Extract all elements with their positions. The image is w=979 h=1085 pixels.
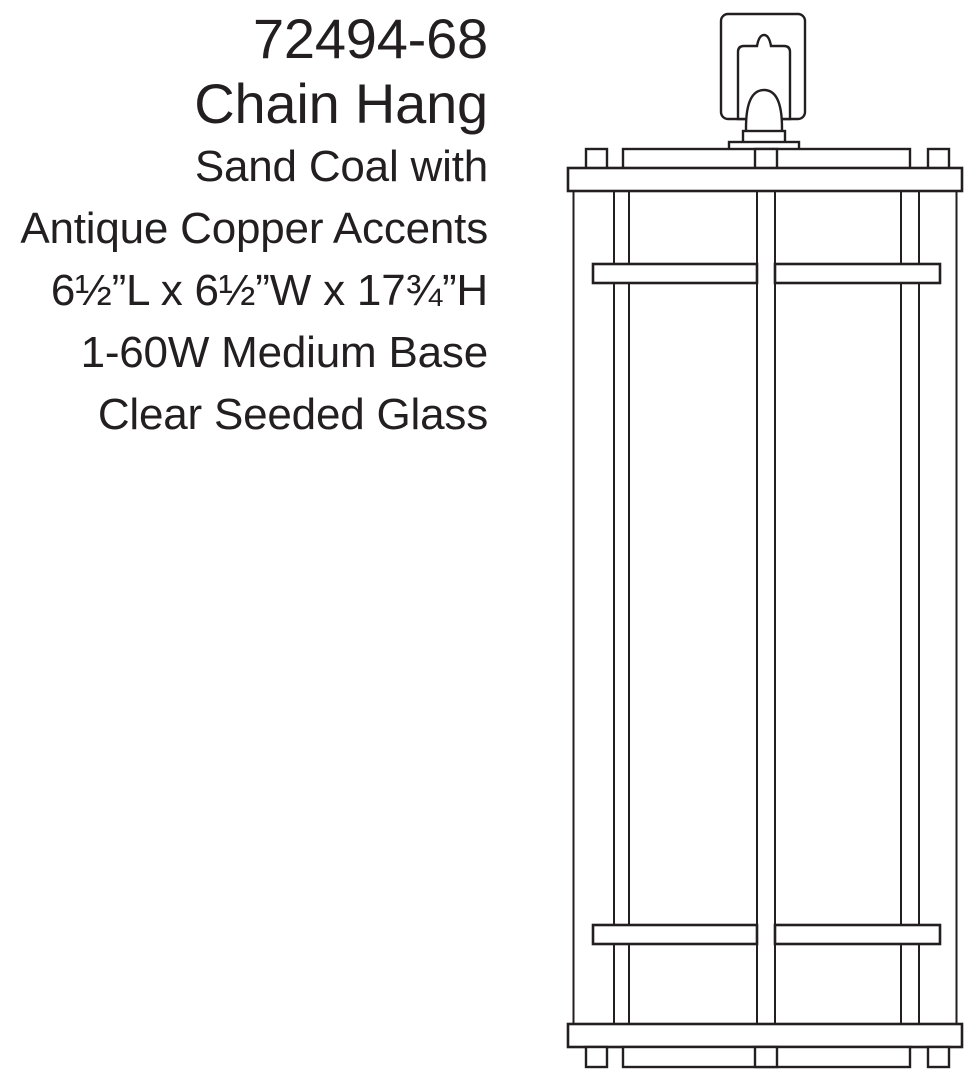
product-sku: 72494-68 <box>252 7 488 70</box>
lower-accent-band <box>591 923 942 946</box>
bottom-finial-center <box>753 1045 779 1069</box>
top-finial-right <box>926 147 951 171</box>
vertical-cage-bars <box>572 191 958 1024</box>
lower-accent-band-left <box>591 923 759 946</box>
product-finish-line-1: Sand Coal with <box>194 142 488 191</box>
bottom-finial-right <box>926 1045 951 1069</box>
upper-accent-band <box>591 262 942 285</box>
bottom-cap-band <box>566 1022 964 1049</box>
top-finial-center <box>753 147 779 171</box>
product-dimensions: 6½”L x 6½”W x 17¾”H <box>50 266 488 315</box>
top-finial-left <box>584 147 609 171</box>
bottom-finial-posts <box>584 1045 951 1069</box>
product-glass: Clear Seeded Glass <box>97 390 488 439</box>
product-finish-line-2: Antique Copper Accents <box>20 204 488 253</box>
product-spec-text: 72494-68 Chain Hang Sand Coal with Antiq… <box>0 6 500 446</box>
bottom-finial-left <box>584 1045 609 1069</box>
upper-accent-band-left <box>591 262 759 285</box>
lower-accent-band-right <box>773 923 942 946</box>
top-cap-band <box>566 166 964 193</box>
product-lamping: 1-60W Medium Base <box>80 328 489 377</box>
upper-accent-band-right <box>773 262 942 285</box>
outdoor-lantern-line-drawing <box>540 0 979 1085</box>
product-name: Chain Hang <box>194 72 488 135</box>
